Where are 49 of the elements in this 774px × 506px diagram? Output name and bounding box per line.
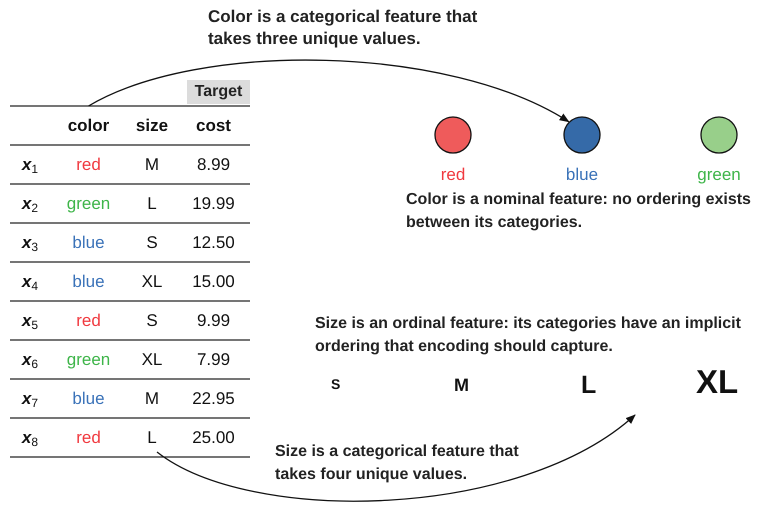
table-value: size	[136, 114, 168, 137]
table-value: 9.99	[196, 310, 230, 332]
table-value: M	[144, 388, 160, 410]
table-value: red	[76, 426, 101, 449]
circle-label: green	[696, 164, 742, 186]
annotation: Color is a categorical feature that takes three unique values.	[208, 6, 478, 50]
table-value: 12.50	[192, 232, 235, 254]
table-value: XL	[142, 270, 162, 293]
row-label: x$_{3}$	[22, 232, 38, 256]
target-header: Target	[187, 80, 250, 104]
column-header: color	[50, 106, 127, 145]
circle-label: blue	[564, 164, 600, 186]
table-value: 22.95	[192, 388, 235, 410]
table-value: 15.00	[192, 270, 235, 293]
row-label: x$_{2}$	[22, 192, 38, 216]
row-label: x$_{5}$	[22, 310, 38, 334]
size-label: L	[581, 370, 596, 401]
table-value: cost	[196, 114, 231, 137]
table-value: 7.99	[196, 348, 230, 371]
circle-label: red	[440, 164, 466, 186]
table-value: green	[66, 348, 110, 371]
row-label: x$_{7}$	[22, 388, 38, 412]
table-value: L	[147, 192, 157, 215]
table-value: S	[146, 310, 158, 332]
row-label: x$_{6}$	[22, 348, 38, 372]
table-value: 25.00	[192, 426, 235, 449]
table-value: red	[76, 310, 101, 332]
row-label: x$_{4}$	[22, 270, 38, 294]
size-label: S	[331, 375, 340, 394]
table-value: 8.99	[196, 154, 230, 176]
table-value: green	[66, 192, 110, 215]
size-label: XL	[696, 362, 738, 402]
table-value: S	[146, 232, 158, 254]
curved-arrow	[156, 414, 636, 502]
table-value: red	[76, 154, 101, 176]
table-value: blue	[72, 270, 105, 293]
annotation: Size is a categorical feature that takes four unique values.	[275, 442, 520, 485]
row-label: x$_{1}$	[22, 154, 38, 178]
row-label: x$_{8}$	[22, 426, 38, 450]
table-value: L	[127, 418, 177, 457]
curved-arrow	[88, 60, 570, 122]
table-value: M	[144, 154, 160, 176]
table-value: 19.99	[192, 192, 235, 215]
size-label: M	[454, 374, 469, 397]
table-value: blue	[72, 232, 105, 254]
annotation: Size is an ordinal feature: its categories have an implicit ordering that encoding should capture.	[315, 314, 742, 357]
annotation: Color is a nominal feature: no ordering exists between its categories.	[406, 190, 752, 233]
table-value: blue	[72, 388, 105, 410]
table-value: XL	[142, 348, 162, 371]
